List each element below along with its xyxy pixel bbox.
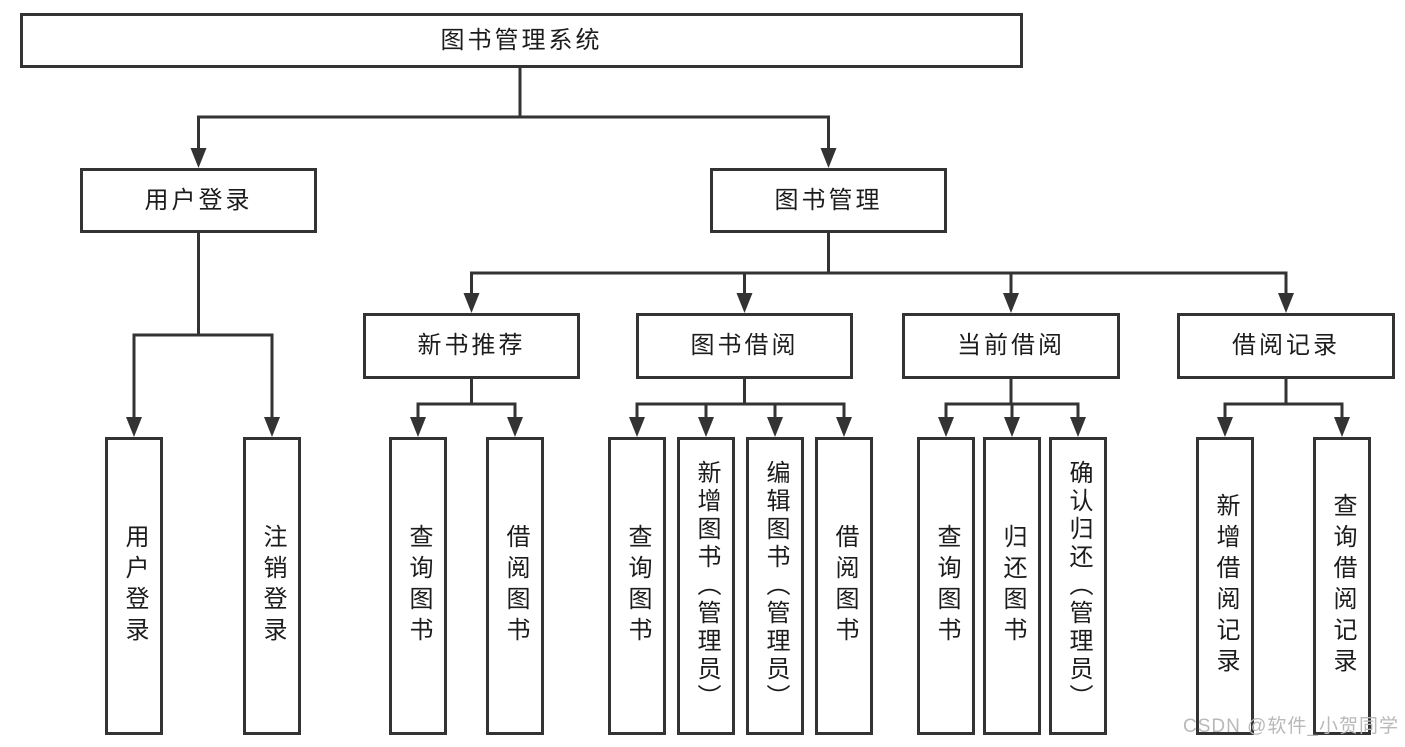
- leaf-return-books-label: 归还图书: [999, 524, 1026, 648]
- leaf-borrow-books-label: 借阅图书: [831, 524, 858, 648]
- leaf-user-login: 用户登录: [105, 437, 163, 735]
- leaf-query-books-recommend-label: 查询图书: [405, 524, 432, 648]
- leaf-query-books-borrow-label: 查询图书: [624, 524, 651, 648]
- leaf-add-books-admin-label: 新增图书（管理员）: [693, 460, 720, 712]
- leaf-query-books-borrow: 查询图书: [608, 437, 666, 735]
- leaf-borrow-books-recommend: 借阅图书: [486, 437, 544, 735]
- leaf-borrow-books: 借阅图书: [815, 437, 873, 735]
- leaf-query-books-recommend: 查询图书: [389, 437, 447, 735]
- node-borrow-records: 借阅记录: [1177, 313, 1395, 379]
- leaf-query-books-current-label: 查询图书: [933, 524, 960, 648]
- leaf-edit-books-admin-label: 编辑图书（管理员）: [762, 460, 789, 712]
- leaf-logout: 注销登录: [243, 437, 301, 735]
- node-book-management: 图书管理: [710, 168, 947, 233]
- node-borrow-records-label: 借阅记录: [1232, 332, 1340, 359]
- leaf-query-books-current: 查询图书: [917, 437, 975, 735]
- node-root-label: 图书管理系统: [440, 26, 603, 54]
- leaf-query-borrow-record: 查询借阅记录: [1313, 437, 1371, 735]
- node-user-login: 用户登录: [80, 168, 317, 233]
- node-current-borrow: 当前借阅: [902, 313, 1120, 379]
- node-book-borrow-label: 图书借阅: [690, 332, 799, 359]
- leaf-confirm-return-admin: 确认归还（管理员）: [1049, 437, 1107, 735]
- leaf-edit-books-admin: 编辑图书（管理员）: [746, 437, 804, 735]
- leaf-borrow-books-recommend-label: 借阅图书: [502, 524, 529, 648]
- leaf-add-borrow-record: 新增借阅记录: [1196, 437, 1254, 735]
- leaf-add-books-admin: 新增图书（管理员）: [677, 437, 735, 735]
- leaf-logout-label: 注销登录: [259, 524, 286, 648]
- leaf-add-borrow-record-label: 新增借阅记录: [1212, 493, 1239, 679]
- arrowhead-icons: [126, 148, 1350, 437]
- node-book-borrow: 图书借阅: [636, 313, 853, 379]
- leaf-confirm-return-admin-label: 确认归还（管理员）: [1065, 460, 1092, 712]
- node-root: 图书管理系统: [20, 13, 1023, 68]
- leaf-return-books: 归还图书: [983, 437, 1041, 735]
- csdn-watermark: CSDN @软件_小贺同学: [1183, 716, 1399, 737]
- leaf-query-borrow-record-label: 查询借阅记录: [1329, 493, 1356, 679]
- node-user-login-label: 用户登录: [144, 186, 253, 214]
- node-new-book-recommend-label: 新书推荐: [417, 332, 526, 359]
- node-current-borrow-label: 当前借阅: [957, 332, 1065, 359]
- leaf-user-login-label: 用户登录: [121, 524, 148, 648]
- node-new-book-recommend: 新书推荐: [363, 313, 580, 379]
- connector-segments: [132, 68, 1344, 421]
- node-book-management-label: 图书管理: [774, 186, 883, 214]
